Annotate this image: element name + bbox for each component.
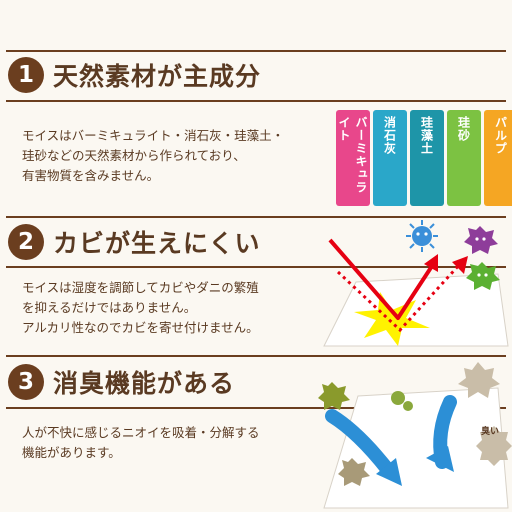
- section-title: カビが生えにくい: [53, 229, 261, 258]
- board-surface: [323, 273, 509, 347]
- flash-burst-icon: [354, 292, 430, 346]
- purple-germ-icon: [464, 226, 498, 254]
- section-divider: [6, 266, 506, 268]
- description-line: モイスはバーミキュライト・消石灰・珪藻土・: [22, 128, 285, 143]
- description-line: 珪砂などの天然素材から作られており、: [22, 148, 246, 163]
- arrow-head: [452, 256, 468, 274]
- odor-particle-icon: [458, 362, 500, 398]
- material-tile-slaked-lime: 消石灰: [373, 110, 407, 206]
- blue-germ-icon: [406, 220, 438, 252]
- description-line: を抑えるだけではありません。: [22, 300, 197, 315]
- material-tiles: バーミキュライト 消石灰 珪藻土 珪砂 パルプ: [336, 110, 512, 206]
- odor-particle-icon: [391, 391, 405, 405]
- material-tile-silica-sand: 珪砂: [447, 110, 481, 206]
- section-divider: [6, 216, 506, 218]
- section-divider: [6, 50, 506, 52]
- red-arrow-solid: [328, 238, 434, 320]
- description-line: 機能があります。: [22, 445, 121, 460]
- section-description: モイスはバーミキュライト・消石灰・珪藻土・ 珪砂などの天然素材から作られており、…: [22, 126, 284, 186]
- description-line: 人が不快に感じるニオイを吸着・分解する: [22, 425, 260, 440]
- section-heading: 2 カビが生えにくい: [8, 221, 261, 263]
- odor-badge-icon: [476, 426, 512, 466]
- section-divider: [6, 407, 506, 409]
- material-tile-vermiculite: バーミキュライト: [336, 110, 370, 206]
- section-number-badge: 2: [8, 224, 44, 260]
- deodorize-illustration: [318, 362, 512, 509]
- board-surface: [323, 387, 509, 509]
- section-deodorizing: 3 消臭機能がある 人が不快に感じるニオイを吸着・分解する 機能があります。 臭…: [0, 350, 512, 512]
- section-number-badge: 1: [8, 57, 44, 93]
- section-number-badge: 3: [8, 364, 44, 400]
- section-mold-resistant: 2 カビが生えにくい モイスは湿度を調節してカビやダニの繁殖 を抑えるだけではあ…: [0, 200, 512, 350]
- section-description: 人が不快に感じるニオイを吸着・分解する 機能があります。: [22, 423, 260, 463]
- section-divider: [6, 355, 506, 357]
- arrow-head: [426, 446, 454, 472]
- section-divider: [6, 100, 506, 102]
- section-title: 天然素材が主成分: [53, 62, 262, 91]
- description-line: モイスは湿度を調節してカビやダニの繁殖: [22, 280, 259, 295]
- green-germ-icon: [466, 262, 500, 290]
- material-tile-diatomite: 珪藻土: [410, 110, 444, 206]
- odor-badge-label: 臭い: [481, 427, 500, 437]
- section-heading: 1 天然素材が主成分: [8, 54, 261, 96]
- description-line: アルカリ性なのでカビを寄せ付けません。: [22, 320, 259, 335]
- section-heading: 3 消臭機能がある: [8, 361, 235, 403]
- odor-particle-icon: [338, 458, 370, 486]
- section-title: 消臭機能がある: [53, 369, 236, 398]
- description-line: 有害物質を含みません。: [22, 168, 160, 183]
- red-arrow-dotted: [336, 262, 462, 333]
- mold-repel-illustration: [323, 220, 509, 347]
- section-description: モイスは湿度を調節してカビやダニの繁殖 を抑えるだけではありません。 アルカリ性…: [22, 278, 259, 338]
- arrow-head: [376, 458, 402, 486]
- material-tile-pulp: パルプ: [484, 110, 512, 206]
- arrow-head: [424, 254, 438, 272]
- blue-arrow-left: [325, 409, 395, 477]
- odor-particle-icon: [403, 401, 413, 411]
- section-natural-materials: 1 天然素材が主成分 モイスはバーミキュライト・消石灰・珪藻土・ 珪砂などの天然…: [0, 0, 512, 206]
- odor-particle-icon: [318, 382, 350, 410]
